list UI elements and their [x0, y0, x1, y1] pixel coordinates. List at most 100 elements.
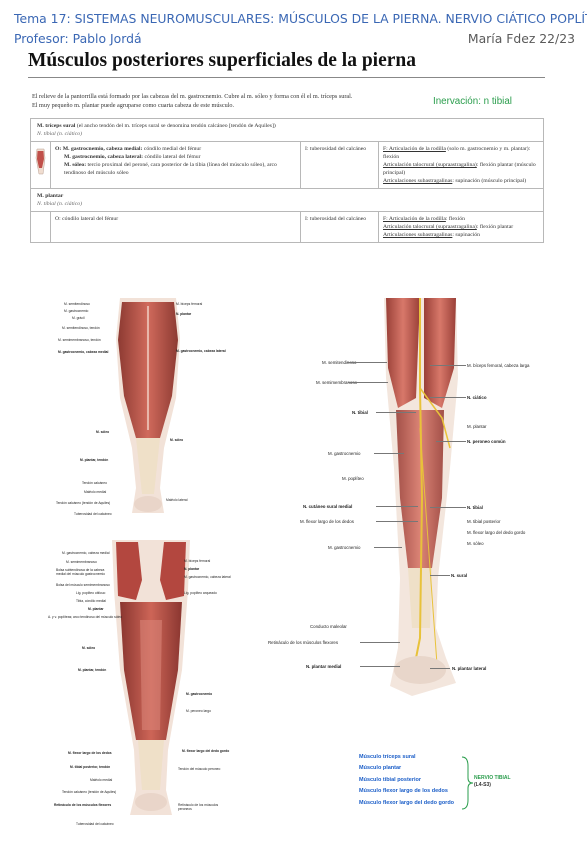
leader-line — [430, 507, 466, 508]
insertion-cell: I: tuberosidad del calcáneo — [300, 141, 379, 189]
nerve-group-label: NERVIO TIBIAL — [474, 775, 511, 781]
function-line: Articulación talocrural (supraastragalin… — [383, 161, 539, 177]
intro-text: El relieve de la pantorrilla está formad… — [32, 92, 412, 110]
origin-text: tercio proximal del peroné, cara posteri… — [64, 162, 277, 176]
legend-item: Músculo tríceps sural — [359, 754, 416, 760]
nerve-label: N. tibial (n. ciático) — [37, 201, 83, 207]
leader-line — [376, 521, 418, 522]
label: M. semitendinoso — [64, 302, 90, 306]
label: Tuberosidad del calcáneo — [74, 512, 112, 516]
label: M. semitendinoso, tendón — [62, 326, 100, 330]
table-row: M. plantar N. tibial (n. ciático) — [30, 188, 544, 212]
function-line: F: Articulación de la rodilla: flexión — [383, 215, 539, 223]
function-line: F: Articulación de la rodilla (solo m. g… — [383, 145, 539, 161]
posterior-leg-nerves-illustration — [384, 298, 458, 696]
muscle-thumbnail — [30, 141, 51, 189]
label: M. tibial posterior, tendón — [70, 765, 111, 769]
label: Retináculo de los músculos flexores — [268, 640, 339, 645]
origin-line: M. gastrocnemio, cabeza lateral: cóndilo… — [55, 153, 296, 161]
function-text: : flexión plantar (músculo principal) — [383, 162, 536, 176]
topic-header: Tema 17: SISTEMAS NEUROMUSCULARES: MÚSCU… — [14, 11, 587, 26]
nerve-label: N. tibial (n. ciático) — [37, 131, 83, 137]
function-joint: F: Articulación de la rodilla — [383, 216, 446, 222]
muscle-legend: Músculo tríceps sural Músculo plantar Mú… — [359, 752, 454, 809]
label: Maléolo medial — [90, 778, 113, 782]
label: Maléolo medial — [84, 490, 107, 494]
muscle-table: M. tríceps sural (el ancho tendón del m.… — [30, 118, 544, 243]
label: M. bíceps femoral, cabeza larga — [467, 363, 530, 368]
leader-line — [360, 666, 400, 667]
innervation-note: Inervación: n tibial — [433, 96, 512, 107]
label: N. tibial — [352, 410, 368, 415]
label: M. gastrocnemio, cabeza lateral — [184, 575, 231, 579]
label: M. bíceps femoral — [184, 559, 211, 563]
posterior-leg-illustration-bottom — [112, 540, 190, 815]
legend-item: Músculo flexor largo de los dedos — [359, 788, 448, 795]
label: N. ciático — [467, 395, 487, 400]
leader-line — [348, 382, 388, 383]
leader-line — [374, 547, 402, 548]
title-divider — [28, 77, 545, 78]
origin-label: M. sóleo: — [64, 162, 87, 168]
function-line: Articulaciones subastragalinas: supinaci… — [383, 231, 539, 239]
leader-line — [436, 441, 466, 442]
origin-line: O: M. gastrocnemio, cabeza medial: cóndi… — [55, 145, 296, 153]
legend-item: Músculo plantar — [359, 765, 402, 772]
origin-line: M. sóleo: tercio proximal del peroné, ca… — [55, 161, 296, 177]
leader-line — [376, 506, 418, 507]
leader-line — [360, 642, 400, 643]
label: M. semimembranoso — [316, 380, 357, 385]
function-joint: Articulación talocrural (supraastragalin… — [383, 224, 477, 230]
leader-line — [376, 412, 416, 413]
legend-item: Músculo tibial posterior — [359, 776, 422, 783]
label: A. y v. poplíteas; arco tendinoso del mú… — [48, 615, 122, 619]
label: Conducto maleolar — [310, 624, 347, 629]
label: Lig. poplíteo arqueado — [184, 591, 217, 595]
leader-line — [430, 668, 450, 669]
label: M. sóleo — [170, 438, 184, 442]
label: Maléolo lateral — [166, 498, 188, 502]
label: N. plantar lateral — [452, 666, 487, 671]
label: M. sóleo — [96, 430, 110, 434]
label: Tendón calcáneo (tendón de Aquiles) — [56, 501, 111, 505]
nerve-group: NERVIO TIBIAL (L4-S3) — [474, 775, 511, 789]
label: M. tibial posterior — [467, 519, 501, 524]
label: Bolsa del músculo semimembranoso — [56, 583, 110, 587]
function-text: : flexión — [445, 216, 465, 222]
function-joint: Articulaciones subastragalinas — [383, 178, 453, 184]
origin-text: cóndilo medial del fémur — [142, 146, 202, 152]
label: M. plantar — [88, 607, 104, 611]
leader-line — [347, 362, 387, 363]
origin-label: M. gastrocnemio, cabeza lateral: — [64, 154, 144, 160]
label: M. flexor largo de los dedos — [68, 751, 112, 755]
function-text: (solo m. gastrocnemio y m. plantar): fle… — [383, 146, 531, 160]
label: N. sural — [451, 573, 468, 578]
function-joint: Articulación talocrural (supraastragalin… — [383, 162, 477, 168]
leg-thumbnail-icon — [35, 148, 46, 175]
legend-item: Músculo flexor largo del dedo gordo — [359, 799, 455, 806]
label: Tibia, cóndilo medial — [76, 599, 106, 603]
function-cell: F: Articulación de la rodilla: flexión A… — [378, 211, 544, 243]
label: Tendón calcáneo (tendón de Aquiles) — [62, 790, 117, 794]
label: Retináculo de los músculos peroneos — [178, 803, 219, 811]
label: N. plantar medial — [306, 664, 342, 669]
legend-brace — [461, 756, 474, 810]
insertion-cell: I: tuberosidad del calcáneo — [300, 211, 379, 243]
function-text: : flexión plantar — [476, 224, 514, 230]
function-line: Articulación talocrural (supraastragalin… — [383, 223, 539, 231]
label: M. bíceps femoral — [176, 302, 203, 306]
intro-line: El relieve de la pantorrilla está formad… — [32, 93, 353, 100]
label: M. gastrocnemio — [64, 309, 89, 313]
label: M. poplíteo — [342, 476, 364, 481]
posterior-leg-illustration-top — [116, 298, 180, 513]
label: M. flexor largo del dedo gordo — [182, 749, 230, 753]
label: M. peroneo largo — [186, 709, 211, 713]
label: M. gastrocnemio — [186, 692, 213, 696]
function-text: : supinación — [452, 232, 480, 238]
label: M. plantar, tendón — [78, 668, 107, 672]
leader-line — [430, 575, 450, 576]
label: N. plantar — [176, 312, 192, 316]
table-row: O: cóndilo lateral del fémur I: tuberosi… — [30, 211, 544, 243]
origin-label: O: M. gastrocnemio, cabeza medial: — [55, 146, 143, 152]
label: N. cutáneo sural medial — [303, 504, 353, 509]
